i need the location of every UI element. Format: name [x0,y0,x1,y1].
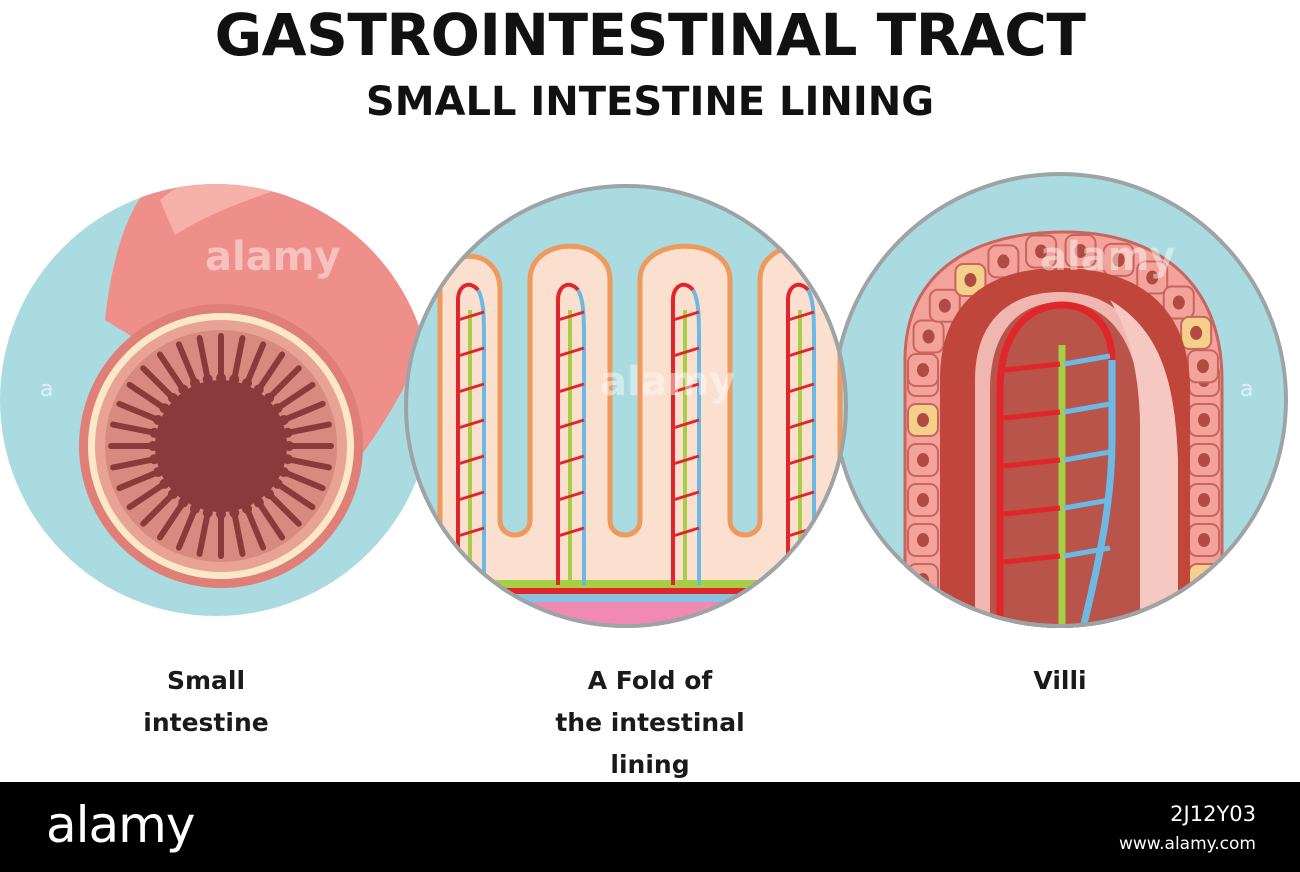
label-fold: A Fold of the intestinal lining [520,660,780,786]
label-line: intestine [143,708,269,737]
fold-panel [404,184,848,628]
footer-image-id: 2J12Y03 [1170,802,1256,826]
lumen [155,380,287,512]
footer-site: www.alamy.com [1118,834,1256,854]
fold-blood-vessels [456,282,816,585]
label-line: lining [610,750,690,779]
tube-villi-ring [108,333,334,559]
villi-panel [832,172,1288,628]
villus-capillaries [1003,353,1111,565]
page-subtitle: SMALL INTESTINE LINING [365,79,935,125]
small-intestine-panel [0,184,432,616]
label-line: the intestinal [555,708,745,737]
page-title: GASTROINTESTINAL TRACT [214,1,1086,69]
watermark-3: alamy [1040,234,1175,280]
label-small-intestine: Small intestine [106,660,306,744]
label-line: A Fold of [587,666,713,695]
label-line: Small [166,666,246,695]
label-villi: Villi [960,660,1160,702]
footer-brand: alamy [46,796,195,854]
label-line: Villi [1033,666,1087,695]
watermark-2: alamy [600,359,735,405]
footer-bar: alamy 2J12Y03 www.alamy.com [0,782,1300,872]
watermark-letter-left: a [40,377,53,402]
watermark-1: alamy [205,234,340,280]
watermark-letter-right: a [1240,377,1253,402]
